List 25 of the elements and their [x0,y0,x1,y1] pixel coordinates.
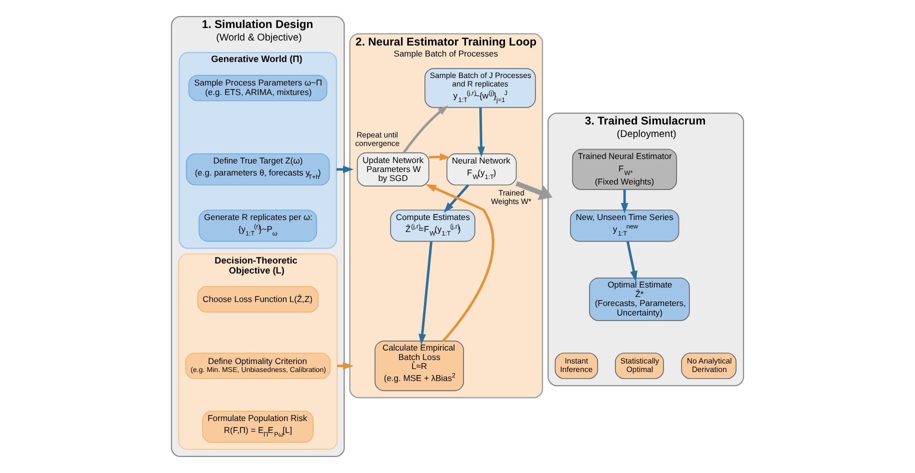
arrow [428,153,450,161]
node-box: No Analytical Derivation [681,352,736,380]
node-box: Instant Inference [554,352,598,380]
node-box: Optimal Estimate Ẑ* (Forecasts, Parameters, Uncertainty) [589,278,690,321]
arrow [444,184,470,213]
arrow [418,241,432,345]
arrow [515,181,553,200]
node-box: Update Network Parameters W by SGD [356,152,430,186]
node-box: Neural Network F$_{W}$(y$_{1:T}$) [446,153,517,186]
edge-label: Trained Weights W* [490,188,532,206]
node-box: Statistically Optimal [614,352,664,380]
edge-label: Repeat until convergence [355,130,400,148]
arrow [626,241,638,282]
node-box: Formulate Population Risk R(F,Π) = E$_{Π}$E$_{Pω}$[L] [202,410,314,443]
arrow [402,105,449,154]
node-box: Define True Target Z(ω) (e.g. parameters θ, forecasts y$_{T+h}$) [186,153,330,186]
node-box: Compute Estimates Ẑ$^{(j,r)}$=F$_{W}$(y$_{1:T}$$^{(j,r)}$) [390,210,476,242]
node-box: Sample Process Parameters ω~Π (e.g. ETS, ARIMA, mixtures) [188,74,328,102]
node-box: Generate R replicates per ω: {y$_{1:T}$$^{(r)}$}~P$_{ω}$ [198,210,318,242]
node-box: Trained Neural Estimator F$_{W*}$ (Fixed Weights) [572,148,678,190]
arrow [425,184,494,342]
node-box: Choose Loss Function L(Ẑ,Z) [197,286,318,312]
node-box: Calculate Empirical Batch Loss L̂≈R (e.g. MSE + λBias$^{2}$ [374,340,464,392]
arrow [620,190,628,214]
arrow [477,108,485,158]
